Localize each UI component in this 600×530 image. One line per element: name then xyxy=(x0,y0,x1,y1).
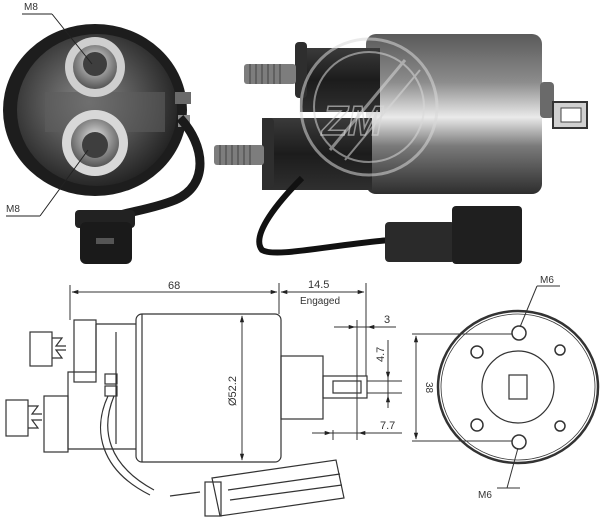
dim-diameter-label: Ø52.2 xyxy=(227,376,239,406)
dim-length-label: 68 xyxy=(168,280,180,292)
dim-travel-label: 14.5 xyxy=(308,279,329,291)
hole-upper-left xyxy=(470,345,484,359)
hole-upper-right xyxy=(554,344,566,356)
connector xyxy=(385,206,522,264)
dim-slot-width-label: 3 xyxy=(384,314,390,326)
face-outline xyxy=(436,309,600,465)
hole-top-label: M6 xyxy=(540,275,554,286)
stud-top xyxy=(244,64,296,84)
terminal-top-label: M8 xyxy=(24,2,38,13)
hole-bottom-label: M6 xyxy=(478,490,492,501)
dim-slot-offset-label: 7.7 xyxy=(380,420,395,432)
stud-bottom xyxy=(214,145,264,165)
hole-lower-left xyxy=(470,418,484,432)
dim-travel-note: Engaged xyxy=(300,296,340,307)
bottom-terminal xyxy=(62,110,128,176)
solenoid-body xyxy=(366,34,542,194)
watermark-text: ZM xyxy=(321,97,384,144)
mount-hole-bottom xyxy=(511,434,527,450)
plunger-eye xyxy=(552,101,588,129)
center-slot xyxy=(508,374,528,400)
mount-hole-top xyxy=(511,325,527,341)
watermark-logo xyxy=(299,37,439,177)
dim-hole-spacing-label: 38 xyxy=(423,382,434,394)
dim-slot-height-label: 4.7 xyxy=(375,347,387,362)
center-boss xyxy=(481,350,555,424)
lead-wire xyxy=(256,175,391,256)
hole-lower-right xyxy=(554,420,566,432)
terminal-bottom-label: M8 xyxy=(6,204,20,215)
connector xyxy=(75,210,135,264)
top-terminal xyxy=(65,37,125,97)
